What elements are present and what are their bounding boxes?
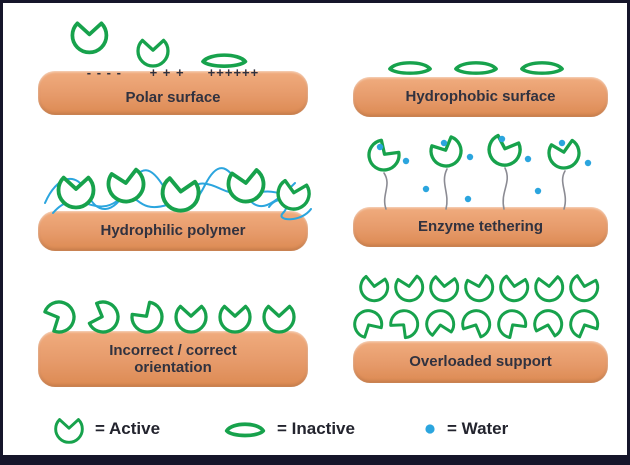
legend-item-active: = Active — [53, 405, 160, 453]
panel-label: Overloaded support — [409, 353, 552, 371]
overloaded-enzymes-layer — [348, 273, 602, 342]
water-dot-icon — [524, 155, 532, 163]
panel-label: Enzyme tethering — [417, 218, 544, 236]
inactive-enzyme-icon — [224, 422, 266, 438]
surface-charges: - - - - + + + ++++++ — [86, 65, 260, 80]
water-dot-icon — [534, 187, 542, 195]
water-dot-icon — [498, 135, 506, 143]
active-enzyme-icon — [392, 273, 427, 305]
support-bar: Hydrophobic surface — [353, 77, 608, 117]
panel-enzyme-tethering: Enzyme tethering — [348, 131, 613, 261]
panel-label: Hydrophobic surface — [405, 88, 556, 106]
water-dot-icon — [422, 185, 430, 193]
orientation-enzymes-layer — [41, 295, 296, 340]
panel-overloaded-support: Overloaded support — [348, 261, 613, 396]
active-enzyme-icon — [491, 303, 531, 342]
active-enzyme-icon — [56, 175, 96, 210]
legend: = Active = Inactive = Water — [33, 405, 613, 453]
legend-label-active: = Active — [95, 419, 161, 438]
inactive-enzyme-icon — [203, 55, 245, 66]
support-bar: Polar surface — [38, 71, 308, 115]
support-bar: Hydrophilic polymer — [38, 211, 308, 251]
water-dot-icon — [584, 159, 592, 167]
polymer-enzymes-layer — [44, 166, 313, 221]
active-enzyme-icon — [533, 274, 566, 304]
active-enzyme-icon — [423, 307, 457, 338]
active-enzyme-icon — [262, 304, 296, 334]
water-dot-icon — [376, 143, 384, 151]
active-enzyme-icon — [531, 306, 567, 339]
active-enzyme-icon — [348, 304, 387, 341]
active-enzyme-icon — [357, 274, 391, 304]
tether-line — [561, 170, 567, 210]
active-enzyme-icon — [462, 273, 498, 306]
support-bar: Enzyme tethering — [353, 207, 608, 247]
panel-polar-surface: Polar surface - - - - + + + ++++++ — [33, 11, 318, 126]
active-enzyme-icon — [158, 175, 203, 215]
active-enzyme-icon — [225, 167, 268, 206]
active-enzyme-icon — [86, 297, 124, 338]
inactive-enzyme-icon — [520, 60, 564, 76]
active-enzyme-icon — [104, 166, 149, 207]
active-enzyme-icon — [218, 304, 252, 334]
polar-enzymes-layer — [70, 21, 318, 126]
active-enzyme-icon — [54, 418, 84, 444]
panel-label: Polar surface — [125, 89, 221, 107]
active-enzyme-icon — [564, 304, 602, 341]
legend-item-inactive: = Inactive — [223, 405, 355, 453]
active-enzyme-icon — [126, 298, 170, 340]
tether-line — [502, 167, 509, 210]
panel-label: Hydrophilic polymer — [100, 222, 246, 240]
legend-item-water: = Water — [423, 405, 508, 453]
water-dot-icon — [464, 195, 472, 203]
hydrophobic-enzymes-layer — [388, 60, 564, 76]
active-enzyme-icon — [174, 304, 208, 334]
water-dot-icon — [466, 153, 474, 161]
inactive-enzyme-icon — [388, 60, 432, 76]
inactive-enzyme-icon — [454, 60, 498, 76]
active-enzyme-icon — [70, 21, 109, 55]
active-enzyme-icon — [427, 274, 461, 304]
support-bar: Overloaded support — [353, 341, 608, 383]
panel-hydrophobic-surface: Hydrophobic surface — [348, 11, 613, 126]
legend-label-water: = Water — [447, 419, 509, 438]
tether-line — [383, 172, 388, 210]
active-enzyme-icon — [426, 133, 468, 173]
active-enzyme-icon — [497, 273, 531, 305]
active-enzyme-icon — [136, 38, 170, 68]
tethering-layer — [361, 132, 592, 210]
support-bar: Incorrect / correct orientation — [38, 331, 308, 387]
panel-hydrophilic-polymer: Hydrophilic polymer — [33, 143, 318, 263]
tether-line — [443, 168, 448, 210]
panel-label: Incorrect / correct orientation — [109, 341, 237, 376]
water-dot-icon — [425, 424, 435, 434]
water-dot-icon — [440, 139, 448, 147]
panel-orientation: Incorrect / correct orientation — [33, 273, 318, 398]
active-enzyme-icon — [566, 273, 602, 306]
active-enzyme-icon — [386, 303, 425, 342]
legend-label-inactive: = Inactive — [277, 419, 355, 438]
water-dot-icon — [558, 139, 566, 147]
water-dot-icon — [402, 157, 410, 165]
active-enzyme-icon — [458, 304, 496, 341]
active-enzyme-icon — [361, 136, 405, 178]
active-enzyme-icon — [41, 295, 81, 337]
